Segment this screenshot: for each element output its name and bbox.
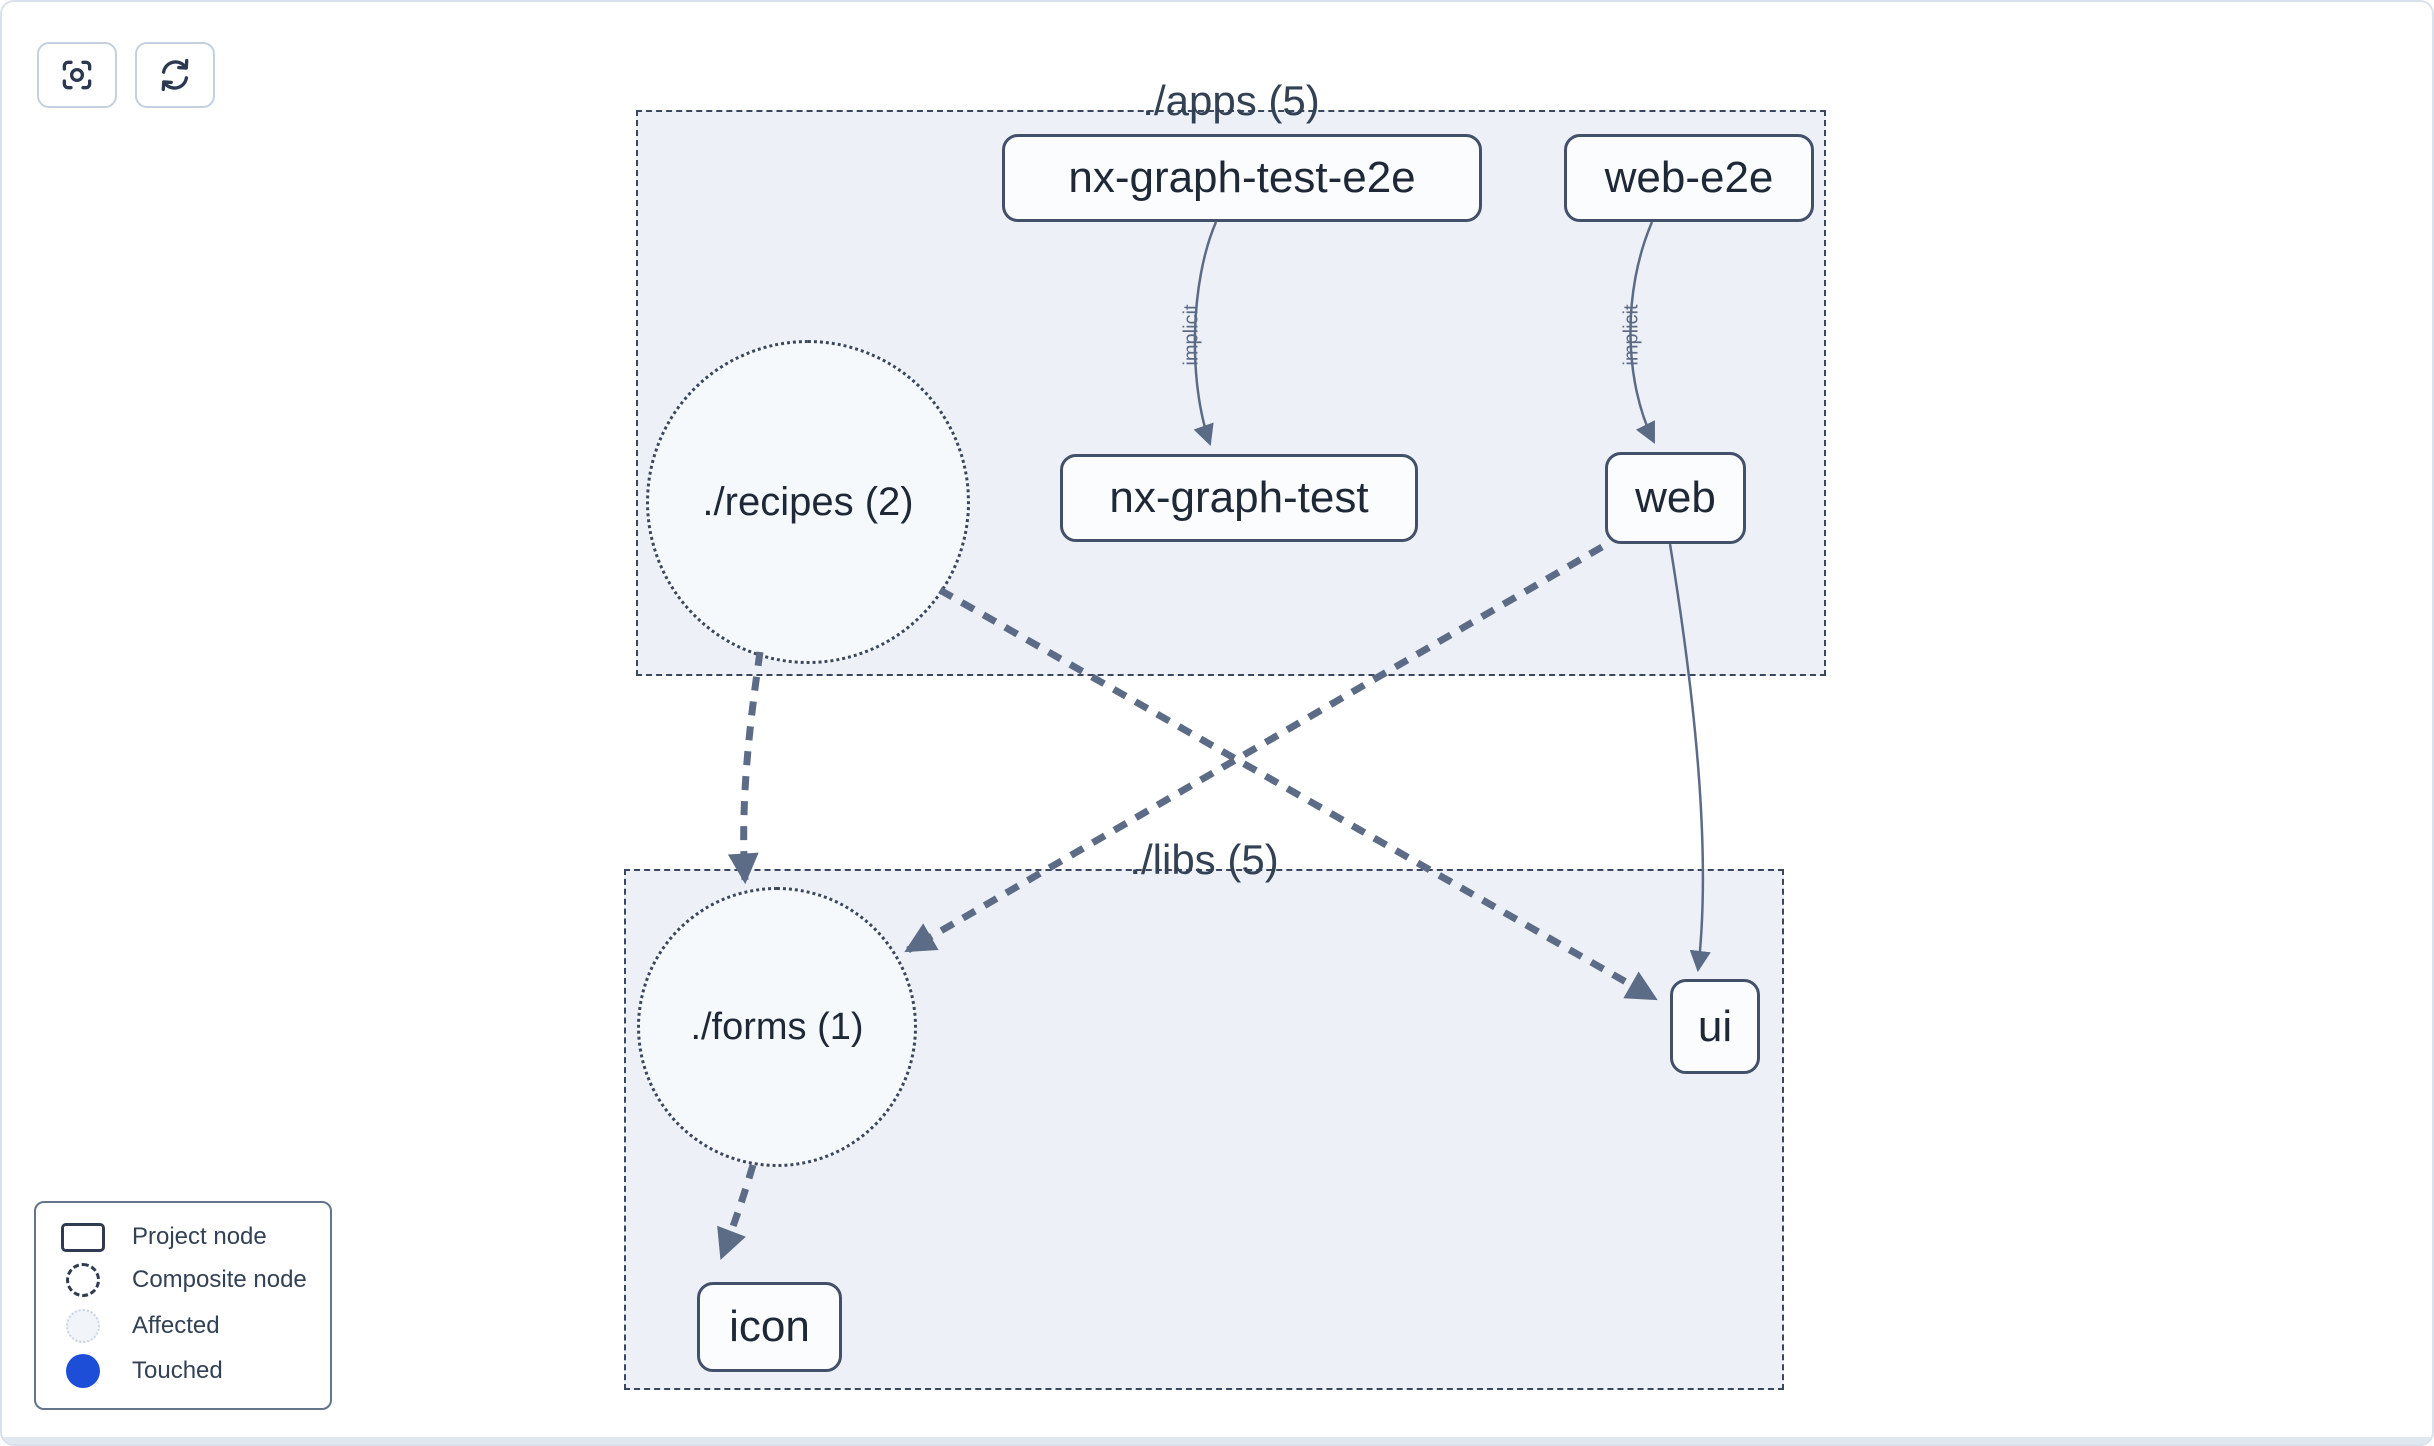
touched-swatch-icon [66, 1354, 100, 1389]
refresh-button[interactable] [135, 42, 215, 108]
project-node-ui-label: ui [1697, 1001, 1733, 1051]
project-node-swatch-icon [61, 1222, 105, 1252]
project-node-web[interactable]: web [1605, 452, 1746, 544]
legend-item-touched: Touched [58, 1354, 330, 1389]
edge-recipes-to-forms [727, 651, 764, 885]
project-node-web-e2e-label: web-e2e [1604, 153, 1774, 202]
affected-swatch-icon [66, 1308, 100, 1343]
legend: Project node Composite node Affected Tou… [34, 1201, 332, 1410]
legend-item-composite-node: Composite node [58, 1263, 330, 1298]
project-node-nx-graph-test-e2e-label: nx-graph-test-e2e [1068, 153, 1416, 202]
composite-node-recipes-label: ./recipes (2) [702, 479, 914, 524]
group-apps-label: ./apps (5) [1142, 77, 1320, 124]
legend-item-label: Composite node [132, 1266, 307, 1294]
composite-node-forms[interactable]: ./forms (1) [637, 887, 917, 1167]
project-node-nx-graph-test-label: nx-graph-test [1109, 473, 1369, 522]
refresh-icon [161, 58, 189, 92]
project-node-web-label: web [1635, 473, 1716, 522]
composite-node-recipes[interactable]: ./recipes (2) [646, 340, 970, 664]
group-libs-label: ./libs (5) [1129, 836, 1279, 883]
composite-node-forms-label: ./forms (1) [690, 1005, 864, 1048]
legend-item-label: Touched [132, 1357, 223, 1385]
project-node-web-e2e[interactable]: web-e2e [1564, 134, 1814, 222]
focus-icon [62, 60, 92, 90]
bottom-border [2, 1437, 2432, 1444]
legend-item-project-node: Project node [58, 1222, 330, 1252]
project-node-nx-graph-test[interactable]: nx-graph-test [1060, 454, 1418, 542]
project-node-nx-graph-test-e2e[interactable]: nx-graph-test-e2e [1002, 134, 1482, 222]
composite-node-swatch-icon [66, 1263, 100, 1298]
zoom-to-fit-button[interactable] [37, 42, 117, 108]
legend-item-affected: Affected [58, 1308, 330, 1343]
legend-item-label: Project node [132, 1223, 267, 1251]
project-node-icon[interactable]: icon [697, 1282, 842, 1372]
legend-item-label: Affected [132, 1311, 220, 1339]
project-node-icon-label: icon [729, 1302, 810, 1351]
project-node-ui[interactable]: ui [1670, 979, 1760, 1074]
